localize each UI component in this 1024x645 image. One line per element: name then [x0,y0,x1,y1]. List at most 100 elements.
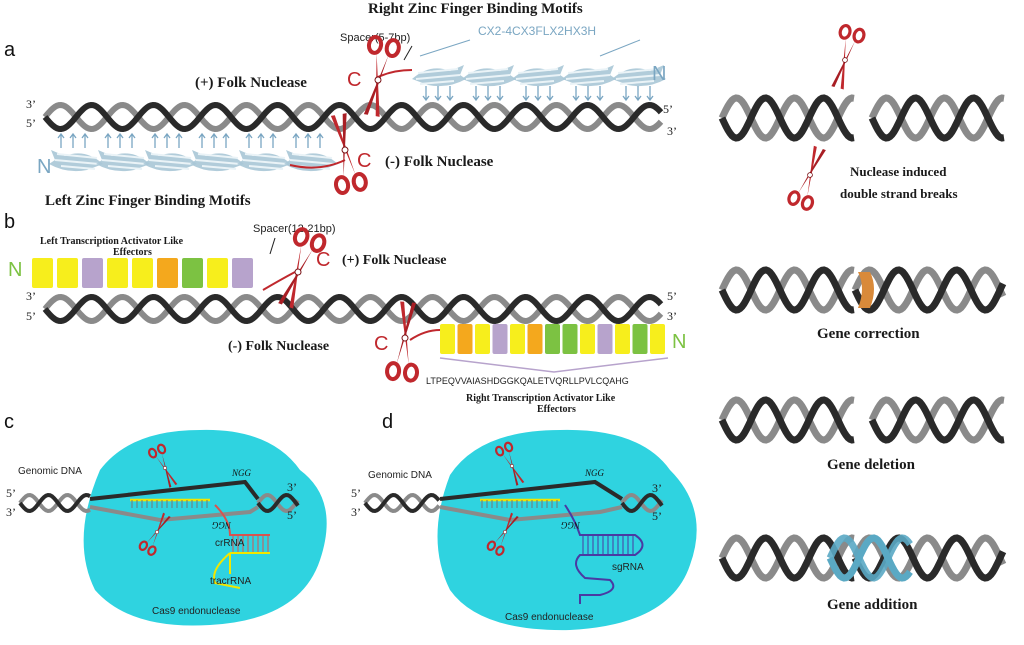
arrow-icon [269,132,277,148]
dna-strand [18,492,91,514]
gene-correction-illustration [718,266,1007,314]
outcomes-column: Nuclease induced double strand breaks Ge… [718,22,1007,613]
double-strand-break-illustration [718,94,1005,142]
corrected-segment [858,272,874,308]
dna-strand [851,266,1007,314]
dna-strand [718,266,855,314]
zinc-finger-motif [511,64,567,88]
three-prime-label: 3’ [667,124,677,138]
zinc-finger-motif [411,64,467,88]
tracrrna-strand [213,552,270,589]
dna-strand [256,492,300,514]
crrna-strand [214,504,270,536]
panel-c: c Genomic DNA 5’ 3’ 3’ 5’ NGG NGG crRNA … [4,411,327,626]
pam-label-reverse: NGG [560,520,581,530]
dna-strand [718,534,855,582]
arrow-icon [422,86,430,102]
genomic-dna-c [18,479,300,589]
dna-strand [42,293,664,325]
arrow-icon [622,86,630,102]
plus-nuclease-label-b: (+) Folk Nuclease [342,253,446,268]
three-prime-label: 3’ [287,480,297,494]
five-prime-label: 5’ [667,289,677,303]
c-terminus-label: C [357,150,371,172]
five-prime-label: 5’ [26,309,36,323]
arrow-icon [572,86,580,102]
tracrrna-label: tracrRNA [210,576,251,587]
arrow-icon [81,132,89,148]
three-prime-label: 3’ [26,289,36,303]
genomic-dna-d [363,479,664,604]
gene-addition-label: Gene addition [827,597,918,613]
tale-repeat-block [475,324,490,354]
dna-strand [718,396,855,444]
tale-repeat-sequence: LTPEQVVAIASHDGGKQALETVQRLLPVLCQAHG [426,376,629,386]
panel-b: b 3’ 5’ 5’ 3’ Left Transcription Activat… [4,211,686,415]
arrow-icon [257,132,265,148]
panel-d: d Genomic DNA 5’ 3’ 3’ 5’ NGG NGG sgRNA … [351,411,697,631]
five-prime-label: 5’ [26,116,36,130]
right-tale-title: Right Transcription Activator Like [466,393,616,404]
tale-repeat-block [440,324,455,354]
tale-repeat-block [527,324,543,354]
arrow-icon [163,132,171,148]
dna-strand [718,94,855,142]
dna-strand [868,396,1005,444]
dna-strand [718,534,855,582]
spacer-label-b: Spacer(12-21bp) [253,223,336,235]
dna-strand [439,505,623,523]
n-terminus-label: N [8,259,22,281]
dna-strand [363,492,441,514]
c-terminus-label: C [347,69,361,91]
five-prime-label: 5’ [287,508,297,522]
tale-repeat-block [545,324,560,354]
genomic-dna-label: Genomic DNA [18,466,82,477]
arrow-icon [496,86,504,102]
panel-b-letter: b [4,211,15,233]
tale-repeat-block [632,324,648,354]
panel-a: a 3’ 5’ 5’ 3’ Right Zinc Finger Binding … [4,1,677,209]
zinc-finger-motif [95,149,151,173]
n-terminus-label: N [672,331,686,353]
three-prime-label: 3’ [652,481,662,495]
zinc-finger-motif [189,149,245,173]
genomic-dna-label: Genomic DNA [368,470,432,481]
pam-label-reverse: NGG [211,520,232,530]
tale-repeat-block [57,258,78,288]
arrow-icon [596,86,604,102]
arrow-icon [151,132,159,148]
dna-strand [868,94,1005,142]
arrow-icon [646,86,654,102]
arrow-icon [472,86,480,102]
arrow-icon [292,132,300,148]
tale-repeat-block [615,324,630,354]
tale-repeat-block [182,258,203,288]
arrow-icon [69,132,77,148]
dna-strand [439,479,624,501]
arrow-icon [316,132,324,148]
gene-deletion-illustration [718,396,1005,444]
dna-strand [42,101,664,133]
tale-repeat-block [207,258,228,288]
left-zinc-finger-title: Left Zinc Finger Binding Motifs [45,193,251,209]
right-tale-repeats [440,324,665,354]
arrow-icon [222,132,230,148]
arrow-icon [245,132,253,148]
n-terminus-label: N [652,63,666,85]
crrna-label: crRNA [215,538,245,549]
left-tale-title-cont: Effectors [113,247,152,258]
tale-repeat-block [562,324,578,354]
arrow-icon [116,132,124,148]
dna-strand [868,396,1005,444]
minus-nuclease-label-a: (-) Folk Nuclease [385,154,494,170]
arrow-icon [210,132,218,148]
sgrna-strand [564,504,644,604]
three-prime-label: 3’ [26,97,36,111]
dna-strand [620,492,664,514]
right-zinc-finger-title: Right Zinc Finger Binding Motifs [368,1,583,17]
dna-strand [42,293,664,325]
gene-correction-label: Gene correction [817,326,920,342]
arrow-icon [128,132,136,148]
five-prime-label: 5’ [652,509,662,523]
tale-repeat-block [457,324,473,354]
